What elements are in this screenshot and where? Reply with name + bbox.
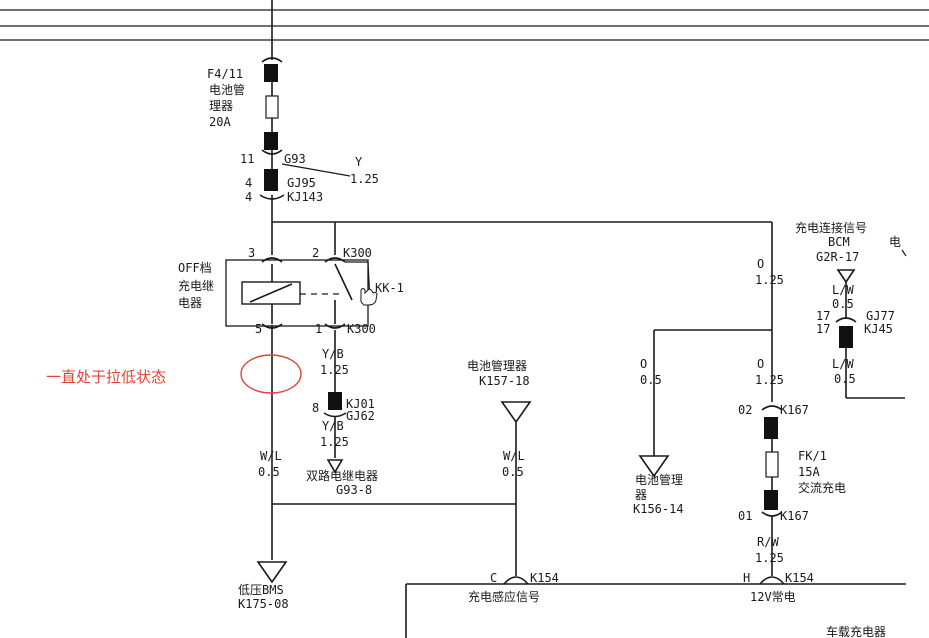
wl-left-size: 0.5 [258,465,280,479]
fuse-top-rating: 20A [209,115,231,129]
fuse-top-name-1: 电池管 [209,82,245,97]
bm-mid-name: 电池管理器 [467,358,527,373]
connector-gj95: 4 GJ95 4 KJ143 [245,169,323,204]
k167-bot-pin: 01 [738,509,752,523]
relay-label-3: 电器 [178,296,202,310]
ccs-color2: L/W [832,357,854,371]
branch-left-size: 0.5 [640,373,662,387]
branch-left-color: O [640,357,647,371]
g93-wire-size: 1.25 [350,172,379,186]
yb-size: 1.25 [320,363,349,377]
ccs-title: 充电连接信号 [795,220,867,235]
ccs-pin1: 17 [816,309,830,323]
annotation-text: 一直处于拉低状态 [46,368,166,386]
bm-mid-color: W/L [503,449,525,463]
kj01-size: 1.25 [320,435,349,449]
ccs-size1: 0.5 [832,297,854,311]
k154-right-name: 12V常电 [750,590,796,604]
k154-right-id: K154 [785,571,814,585]
ccs-size2: 0.5 [834,372,856,386]
hand-icon [360,288,378,306]
battery-manager-mid: 电池管理器 K157-18 W/L 0.5 [467,358,532,576]
bm-mid-conn: K157-18 [479,374,530,388]
top-bus-lines [0,9,929,41]
right-top-size: 1.25 [755,273,784,287]
fuse-fk1: 02 K167 FK/1 15A 交流充电 01 K167 R/W 1.25 [738,403,846,576]
fuse-f4-11: F4/11 电池管 理器 20A [207,57,283,155]
relay-pin-3: 3 [248,246,255,260]
k154-left-pin: C [490,571,497,585]
main-wire [271,0,772,560]
bms-name: 低压BMS [238,583,284,597]
relay-label-2: 充电继 [178,278,214,293]
right-wire: O 1.25 O 0.5 电池管理 器 K156-14 O 1.25 [633,222,784,516]
k154-left-id: K154 [530,571,559,585]
g93-id: G93 [284,152,306,166]
bm-mid-size: 0.5 [502,465,524,479]
kj143-pin: 4 [245,190,252,204]
ccs-id1: GJ77 [866,309,895,323]
k154-left-name: 充电感应信号 [468,589,540,604]
branch-left-name-2: 器 [635,488,647,502]
k167-top-id: K167 [780,403,809,417]
k167-bot-color: R/W [757,535,779,549]
k167-bot-size: 1.25 [755,551,784,565]
g93-pin: 11 [240,152,254,166]
onboard-charger-box: C K154 充电感应信号 H K154 12V常电 车载充电器 [405,571,906,638]
relay-bot-conn: K300 [347,322,376,336]
branch-right-size: 1.25 [755,373,784,387]
k154-right-pin: H [743,571,750,585]
k167-bot-id: K167 [780,509,809,523]
kj01-color: Y/B [322,419,344,433]
low-state-annotation: 一直处于拉低状态 [46,354,302,394]
gj95-pin: 4 [245,176,252,190]
yb-color: Y/B [322,347,344,361]
relay-pin-1: 1 [315,322,322,336]
charge-relay: 3 2 K300 5 1 K300 KK-1 OFF档 充电继 电器 [178,246,404,336]
kj143-id: KJ143 [287,190,323,204]
ccs-id2: KJ45 [864,322,893,336]
dual-relay-conn: G93-8 [336,483,372,497]
fuse-top-id: F4/11 [207,67,243,81]
relay-top-conn: K300 [343,246,372,260]
kj01-pin: 8 [312,401,319,415]
ccs-ecu: BCM [828,235,850,249]
k167-top-pin: 02 [738,403,752,417]
right-top-color: O [757,257,764,271]
branch-left-conn: K156-14 [633,502,684,516]
dual-relay-name: 双路电继电器 [306,468,378,483]
wl-left-color: W/L [260,449,282,463]
bms-conn: K175-08 [238,597,289,611]
relay-label-1: OFF档 [178,261,212,275]
fuse-right-rating: 15A [798,465,820,479]
relay-pin-2: 2 [312,246,319,260]
charge-connect-signal: 充电连接信号 电 BCM G2R-17 L/W 0.5 17 GJ77 17 K… [795,220,907,399]
kj01-id: KJ01 [346,397,375,411]
relay-pin-5: 5 [255,322,262,336]
ccs-title-cont: 电 [889,235,901,249]
ccs-pin2: 17 [816,322,830,336]
branch-right-color: O [757,357,764,371]
ccs-color1: L/W [832,283,854,297]
bms-branch: W/L 0.5 低压BMS K175-08 [238,449,516,611]
charger-label: 车载充电器 [826,624,886,638]
switch-label: KK-1 [375,281,404,295]
gj95-id: GJ95 [287,176,316,190]
yb-branch: Y/B 1.25 8 KJ01 GJ62 Y/B 1.25 双路电继电器 G93… [306,330,378,497]
connector-g93: 11 G93 Y 1.25 [240,152,379,186]
fuse-right-name: 交流充电 [798,480,846,495]
gj62-id: GJ62 [346,409,375,423]
g93-wire-color: Y [355,155,363,169]
fuse-top-name-2: 理器 [209,99,233,113]
branch-left-name-1: 电池管理 [635,472,683,487]
fuse-right-id: FK/1 [798,449,827,463]
ccs-conn: G2R-17 [816,250,859,264]
